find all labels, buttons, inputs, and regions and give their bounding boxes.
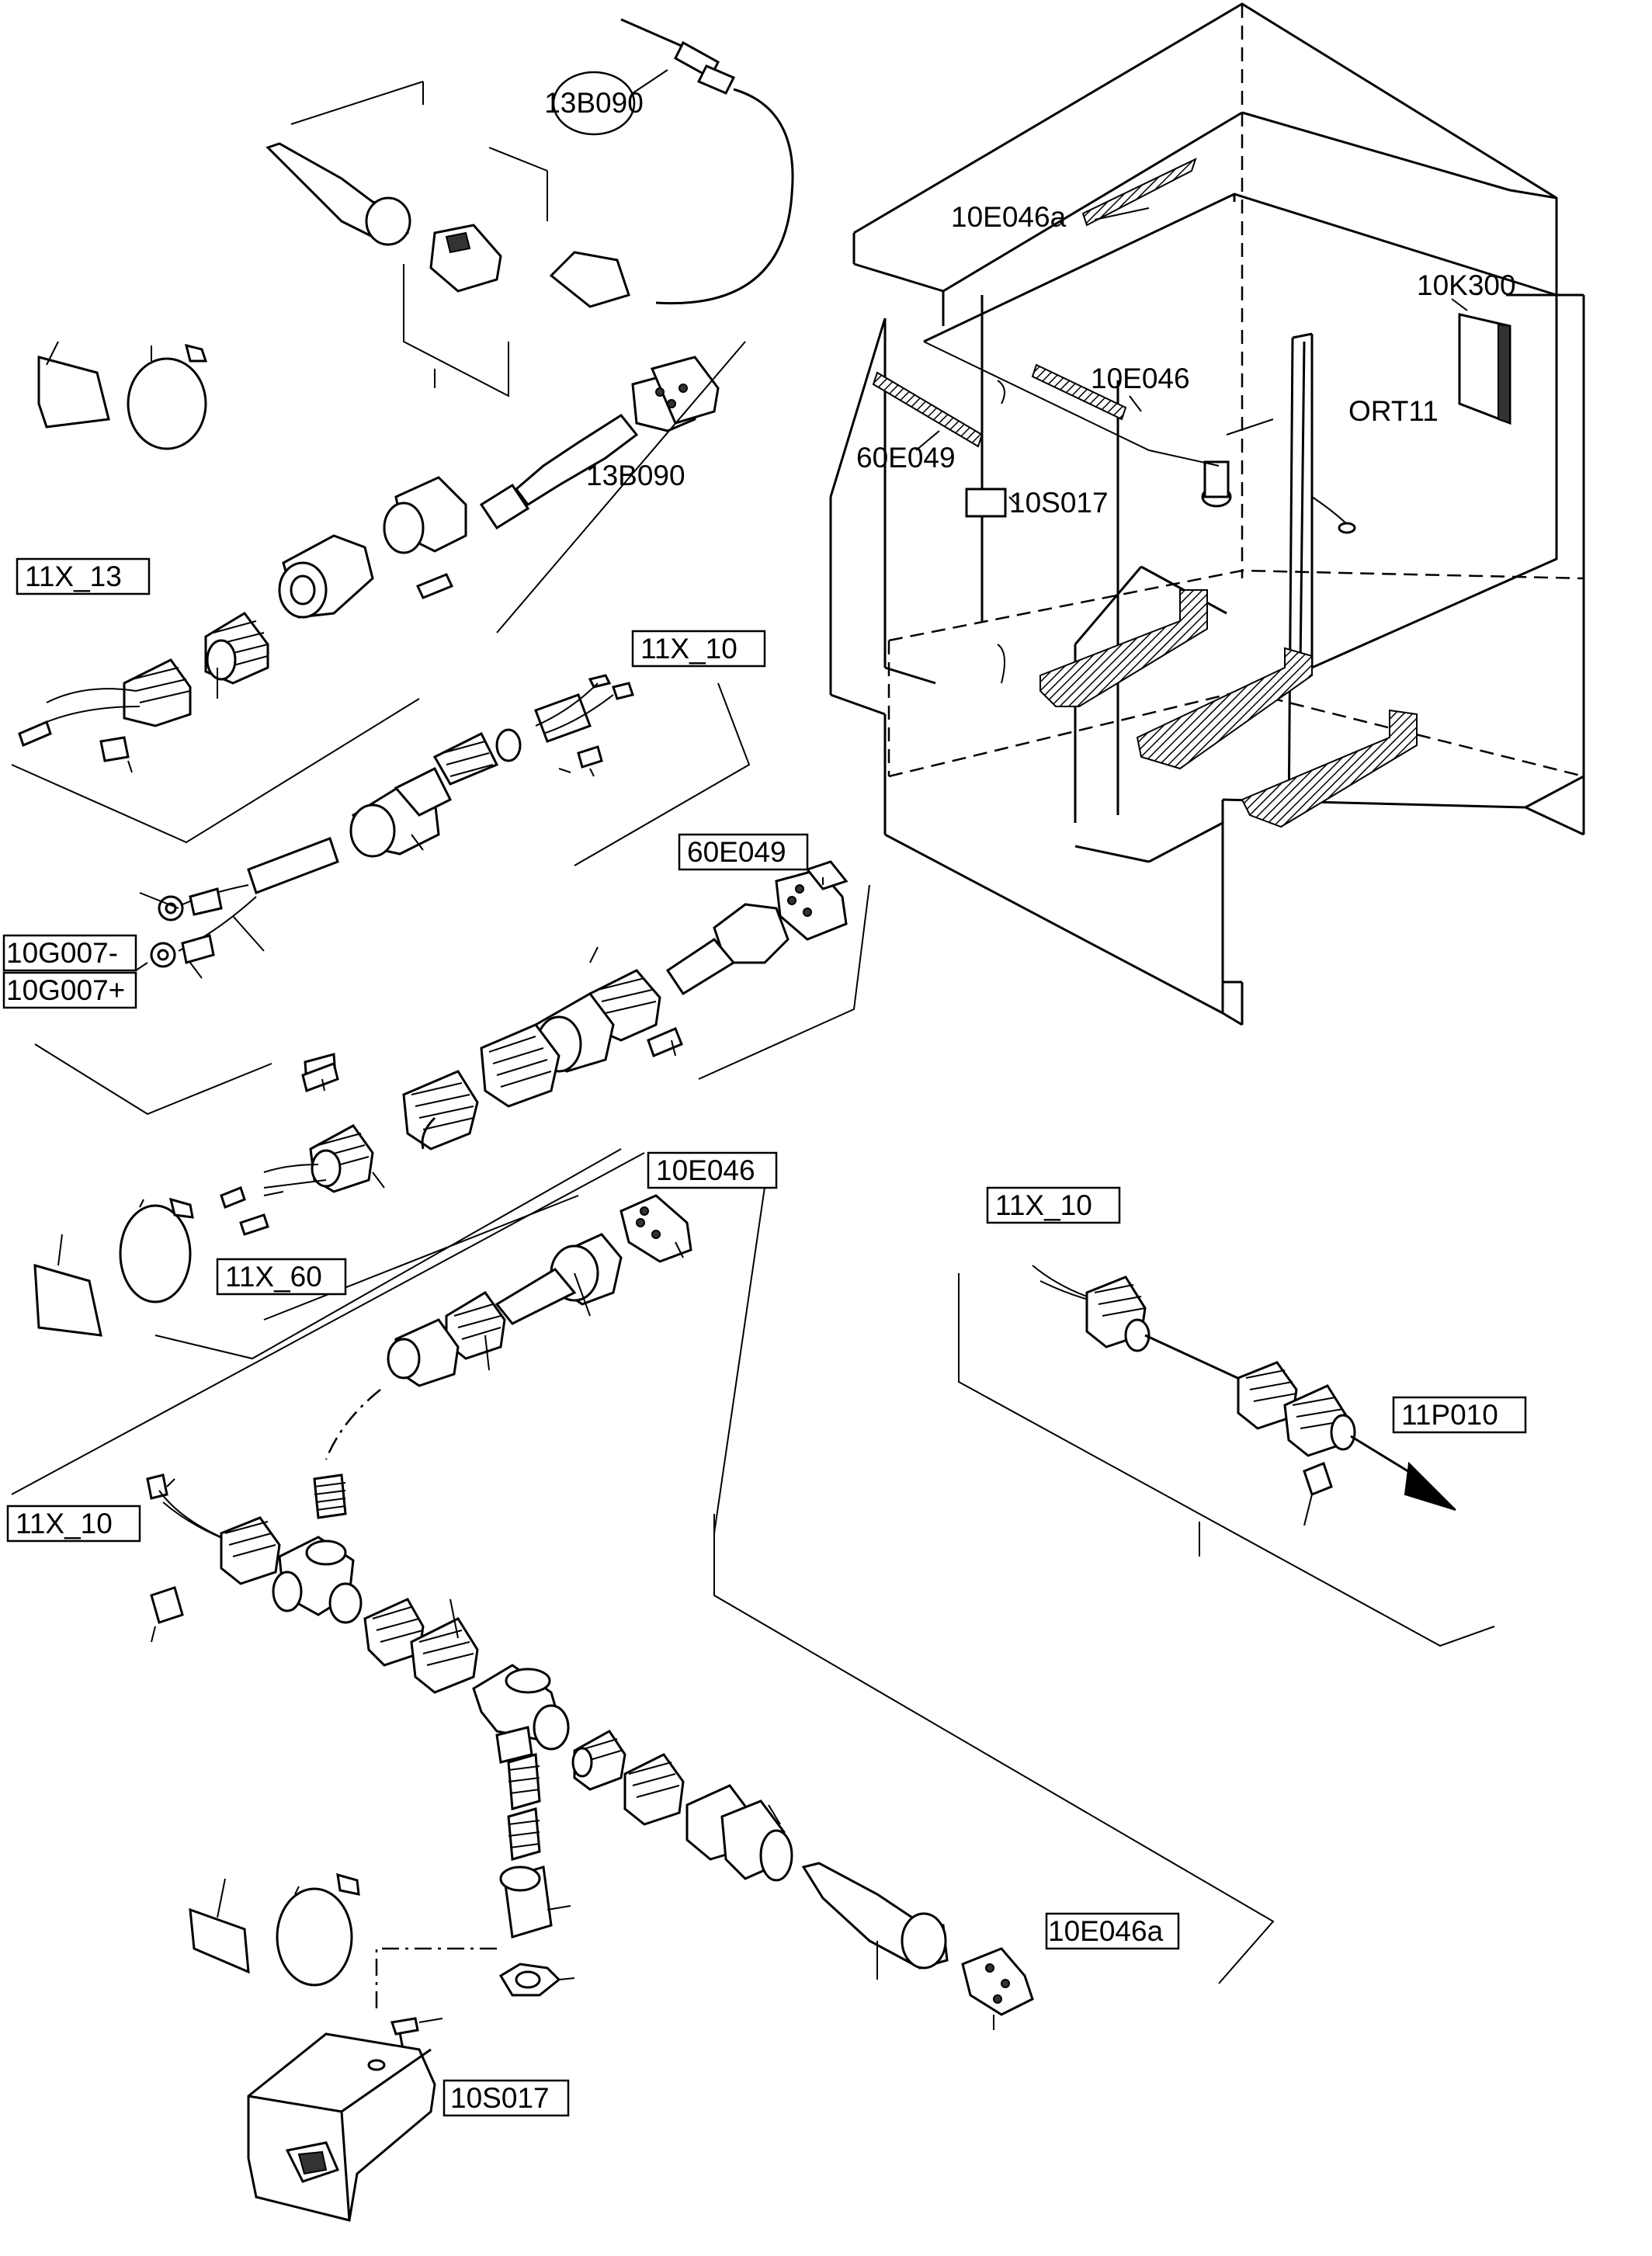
cabinet-assembly (829, 2, 1585, 1026)
label-10e046-top: 10E046 (1091, 363, 1190, 394)
label-11x10-upper: 11X_10 (640, 633, 738, 665)
harness-11p010-group (958, 1265, 1495, 1647)
label-13b090-oval: 13B090 (544, 87, 644, 119)
label-11x13: 11X_13 (25, 561, 122, 592)
label-13b090: 13B090 (586, 460, 685, 491)
bellows-11x13 (123, 612, 269, 727)
label-11x10-right: 11X_10 (995, 1189, 1092, 1221)
label-10e046a-top: 10E046a (951, 201, 1067, 233)
label-11p010: 11P010 (1401, 1399, 1498, 1431)
label-10k300: 10K300 (1417, 269, 1516, 301)
harness-11x10-group (34, 674, 751, 1116)
harness-13b090-group (11, 18, 794, 844)
label-10g007-plus: 10G007+ (6, 974, 125, 1006)
label-10e046-box: 10E046 (656, 1154, 755, 1186)
label-10g007-minus: 10G007- (6, 937, 118, 969)
label-13b090-oval-border (552, 71, 636, 136)
label-60e049-top: 60E049 (856, 442, 956, 474)
label-ort11: ORT11 (1348, 395, 1439, 427)
label-10e046a-box: 10E046a (1048, 1915, 1164, 1947)
harness-10e046-group (11, 1152, 1275, 2222)
label-10s017-top: 10S017 (1009, 487, 1109, 519)
label-60e049-box: 60E049 (687, 836, 786, 868)
label-11x10-lower-left: 11X_10 (16, 1508, 113, 1539)
diagram-labels: 13B090 13B090 11X_13 11X_10 10G007- 10G0… (2, 69, 1527, 2117)
harness-60e049-group (33, 860, 870, 1360)
label-11x60: 11X_60 (225, 1261, 322, 1293)
label-10s017-box: 10S017 (450, 2082, 550, 2114)
